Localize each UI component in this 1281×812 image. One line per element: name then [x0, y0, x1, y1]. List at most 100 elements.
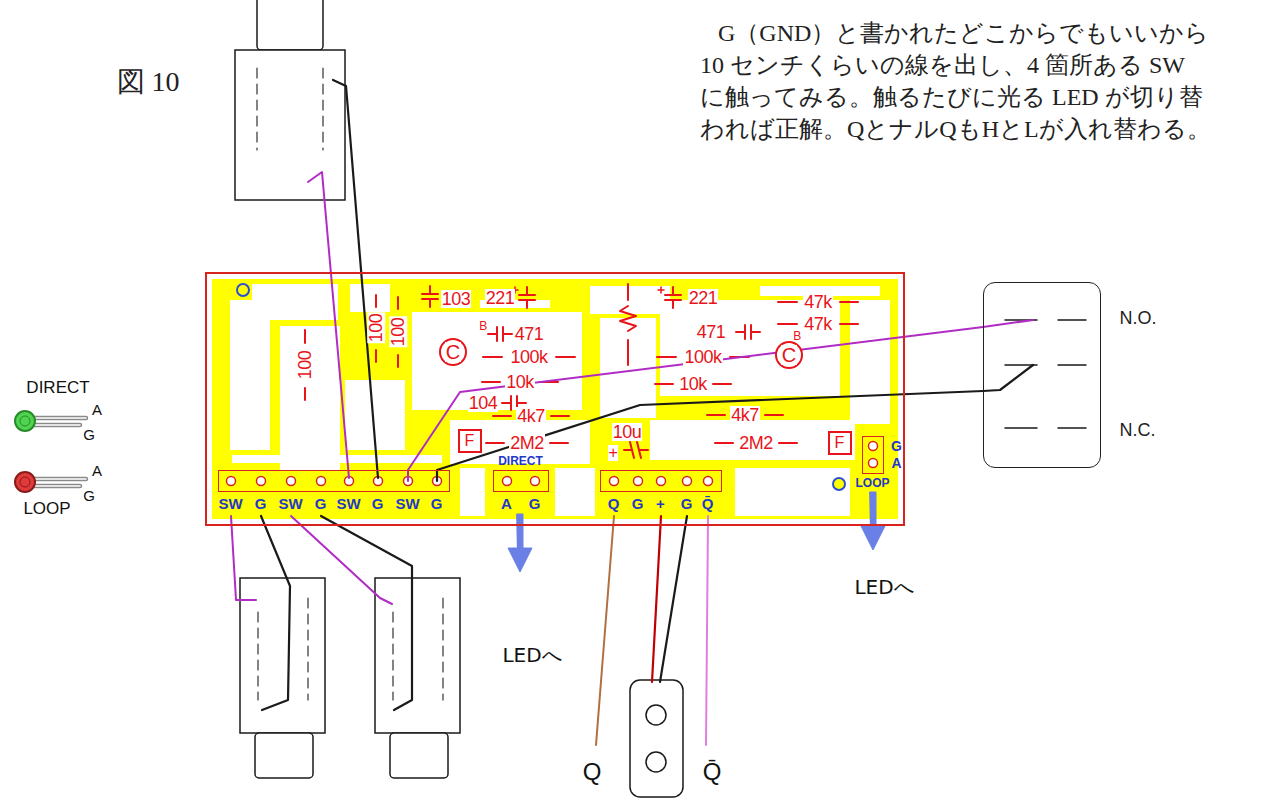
transistor-outline: C [439, 338, 467, 366]
copper-gap [460, 468, 485, 516]
jack-contact [392, 612, 393, 700]
header-pin [317, 477, 326, 486]
led-body [15, 411, 35, 431]
led-lead [34, 424, 80, 426]
header-pad [600, 470, 722, 492]
part-letter: C [445, 342, 461, 362]
header-pin [610, 477, 619, 486]
led-label: DIRECT [26, 379, 89, 396]
contact-label: N.C. [1120, 421, 1156, 439]
note-text: に触ってみる。触るたびに光る LED が切り替 [700, 85, 1203, 109]
led-lead [34, 484, 80, 489]
resistor-lead [397, 297, 399, 309]
component-value: 221 [688, 289, 719, 307]
part-letter: F [464, 433, 476, 449]
capacitor-symbol [665, 294, 681, 296]
capacitor-symbol [510, 396, 512, 410]
pin-label: G [431, 496, 443, 511]
component-value: 103 [441, 290, 472, 308]
component-value: 471 [514, 325, 545, 343]
pin-header: QG+GQ̄ [600, 470, 722, 492]
jack-contact [307, 598, 308, 700]
purple-wire [308, 172, 349, 478]
switch-terminal [1058, 427, 1086, 429]
jack-contact [257, 612, 258, 700]
contact-label: N.O. [1120, 309, 1157, 327]
jack-plug [257, 0, 323, 50]
pin-label: SW [278, 496, 302, 511]
resistor-lead [551, 415, 569, 417]
purple-wire [407, 470, 409, 481]
capacitor-symbol [672, 300, 674, 308]
snap-terminal [646, 705, 666, 725]
switch-terminal [1058, 364, 1086, 366]
led-lead [34, 416, 86, 421]
jack-contact [322, 68, 323, 150]
switch-terminal [1058, 319, 1086, 321]
component-value: 100 [389, 317, 407, 348]
capacitor-symbol [488, 333, 497, 335]
capacitor-symbol [624, 449, 631, 451]
lead-label: G [83, 427, 95, 442]
copper-gap [232, 455, 442, 463]
component-value: 100 [367, 313, 385, 344]
component-value: B [478, 320, 488, 332]
capacitor-symbol [517, 402, 526, 404]
header-pin [683, 477, 692, 486]
capacitor-symbol [751, 331, 760, 333]
component-value: 471 [696, 323, 727, 341]
figure-number: 図 10 [117, 68, 180, 96]
purple-wire [983, 320, 1033, 327]
resistor-lead [765, 414, 783, 416]
resistor-lead [550, 442, 568, 444]
jack-contact [256, 68, 257, 150]
black-wire [321, 516, 412, 710]
capacitor-symbol [526, 300, 528, 308]
copper-gap [735, 468, 850, 516]
battery-plus-wire [652, 516, 661, 682]
fet-outline: F [458, 429, 482, 453]
component-value: 100k [683, 348, 722, 366]
copper-gap [280, 326, 340, 476]
copper-gap [590, 286, 670, 314]
resistor-lead [375, 350, 377, 362]
note-text: G（GND）と書かれたどこからでもいいから [718, 21, 1209, 45]
component-value: 10k [678, 375, 708, 393]
header-pin [634, 477, 643, 486]
switch-wire [408, 327, 983, 470]
header-pin [503, 477, 512, 486]
pin-label: SW [395, 496, 419, 511]
pin-label: SW [336, 496, 360, 511]
pin-header: SWGSWGSWGSWG [218, 470, 450, 492]
pin-label: A [501, 496, 512, 511]
resistor-lead [556, 356, 575, 358]
led-lead [34, 417, 86, 419]
component-value: 10u [612, 423, 643, 441]
transistor-outline: C [775, 341, 803, 369]
capacitor-symbol [526, 287, 528, 295]
led-body [15, 472, 35, 492]
signal-label: Q [583, 760, 602, 784]
component-value: 4k7 [730, 406, 760, 424]
mounting-hole [833, 478, 845, 490]
pin-label: DIRECT [498, 455, 543, 467]
arrow-label: LEDへ [854, 577, 913, 597]
jack-plug [255, 733, 313, 778]
jack-plug [390, 733, 448, 778]
resistor-lead [657, 356, 676, 358]
pin-header: GALOOP [862, 436, 884, 474]
pin-label: G [529, 496, 541, 511]
lead-label: G [83, 488, 95, 503]
switch-terminal [1005, 427, 1037, 429]
component-value: + [608, 445, 619, 461]
led-lens [20, 477, 30, 487]
purple-wire [291, 516, 392, 604]
note-text: われば正解。QとナルQもHとLが入れ替わる。 [700, 117, 1211, 141]
header-pin [657, 477, 666, 486]
led-lens [20, 416, 30, 426]
led-label: LOOP [23, 500, 70, 517]
pin-label: A [891, 456, 901, 470]
capacitor-symbol [429, 299, 431, 307]
capacitor-symbol [630, 442, 634, 458]
header-pin [227, 477, 236, 486]
